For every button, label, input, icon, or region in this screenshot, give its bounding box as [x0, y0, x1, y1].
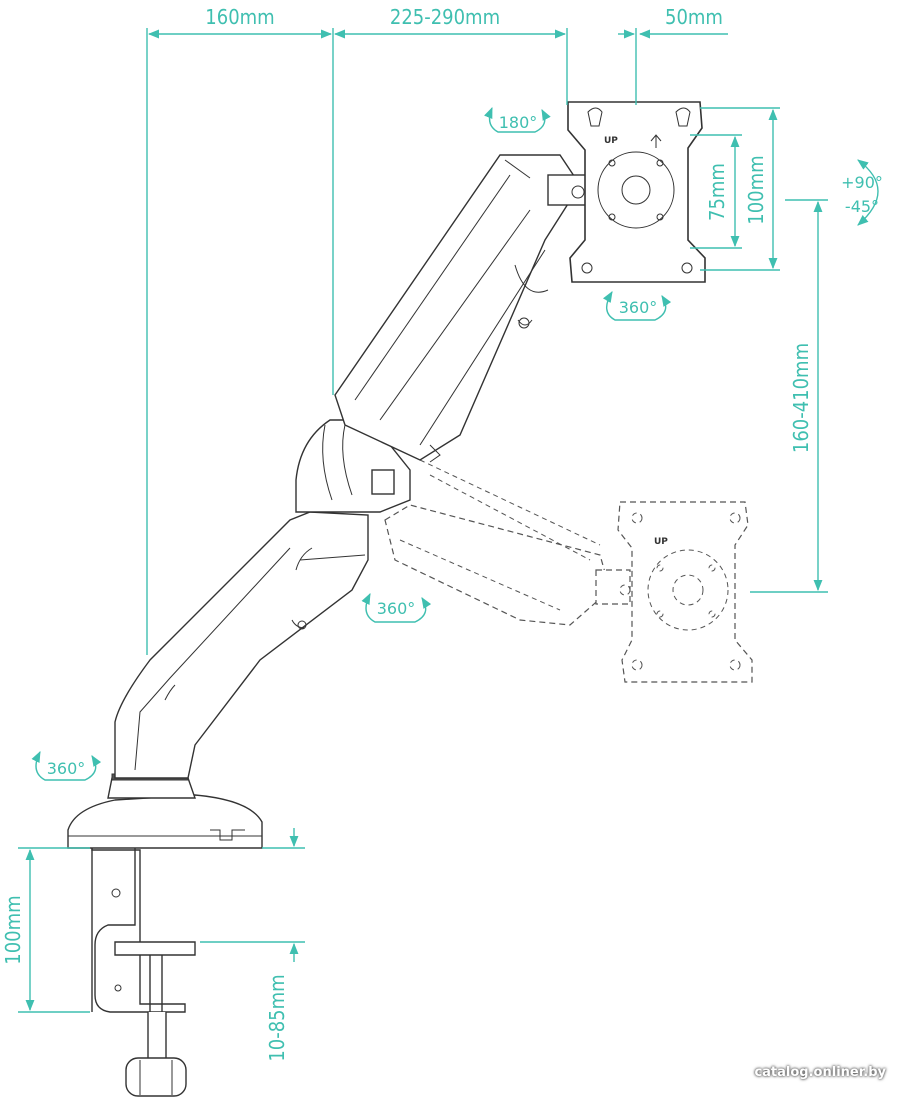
upper-arm [334, 154, 581, 461]
up-arrow-icon [650, 134, 662, 148]
rotate-180-indicator: 180° [484, 106, 551, 133]
swivel-arrow-icon [361, 592, 432, 623]
dimension-lines [18, 28, 828, 1013]
svg-text:360°: 360° [619, 298, 658, 317]
dim-50mm-label: 50mm [665, 5, 723, 29]
plate-up-label: UP [604, 136, 618, 146]
dim-160mm-label: 160mm [205, 5, 274, 29]
clamp-body [91, 841, 186, 1013]
lower-arm [114, 511, 369, 779]
rotation-indicators: 180° +90° -45° 360° 360° 360° [31, 106, 883, 781]
clamp-knob [125, 1057, 187, 1097]
svg-text:-45°: -45° [845, 197, 879, 216]
swivel-arrow-icon [602, 291, 672, 321]
dim-75mm-label: 75mm [705, 163, 729, 221]
tilt-head [547, 174, 589, 206]
tilt-arrow-icon [857, 159, 879, 226]
swivel-base-indicator: 360° [31, 750, 102, 781]
clamp-pad [114, 941, 196, 956]
svg-text:360°: 360° [377, 599, 416, 618]
rotate-arrow-icon [484, 106, 551, 133]
dim-160-410mm-label: 160-410mm [789, 343, 813, 453]
swivel-head-indicator: 360° [602, 291, 672, 321]
watermark: catalog.onliner.by [754, 1065, 886, 1080]
svg-text:+90°: +90° [841, 173, 883, 192]
dim-100mm-clamp-label: 100mm [1, 895, 25, 964]
dim-10-85mm-label: 10-85mm [265, 974, 289, 1061]
arm-base [67, 794, 263, 849]
dimension-labels: 160mm 225-290mm 50mm 75mm 100mm 160-410m… [1, 5, 813, 1062]
svg-text:180°: 180° [499, 113, 538, 132]
ghost-up-label: UP [654, 537, 668, 547]
svg-text:360°: 360° [47, 759, 86, 778]
dim-100mm-vesa-label: 100mm [744, 155, 768, 224]
swivel-arrow-icon [31, 750, 102, 781]
ghost-vesa-plate [617, 501, 753, 683]
ghost-arm-position: UP [384, 459, 753, 683]
dim-225-290mm-label: 225-290mm [390, 5, 500, 29]
tilt-indicator: +90° -45° [841, 159, 883, 226]
swivel-elbow-indicator: 360° [361, 592, 432, 623]
monitor-arm: UP [67, 101, 706, 1097]
vesa-plate [567, 101, 706, 283]
